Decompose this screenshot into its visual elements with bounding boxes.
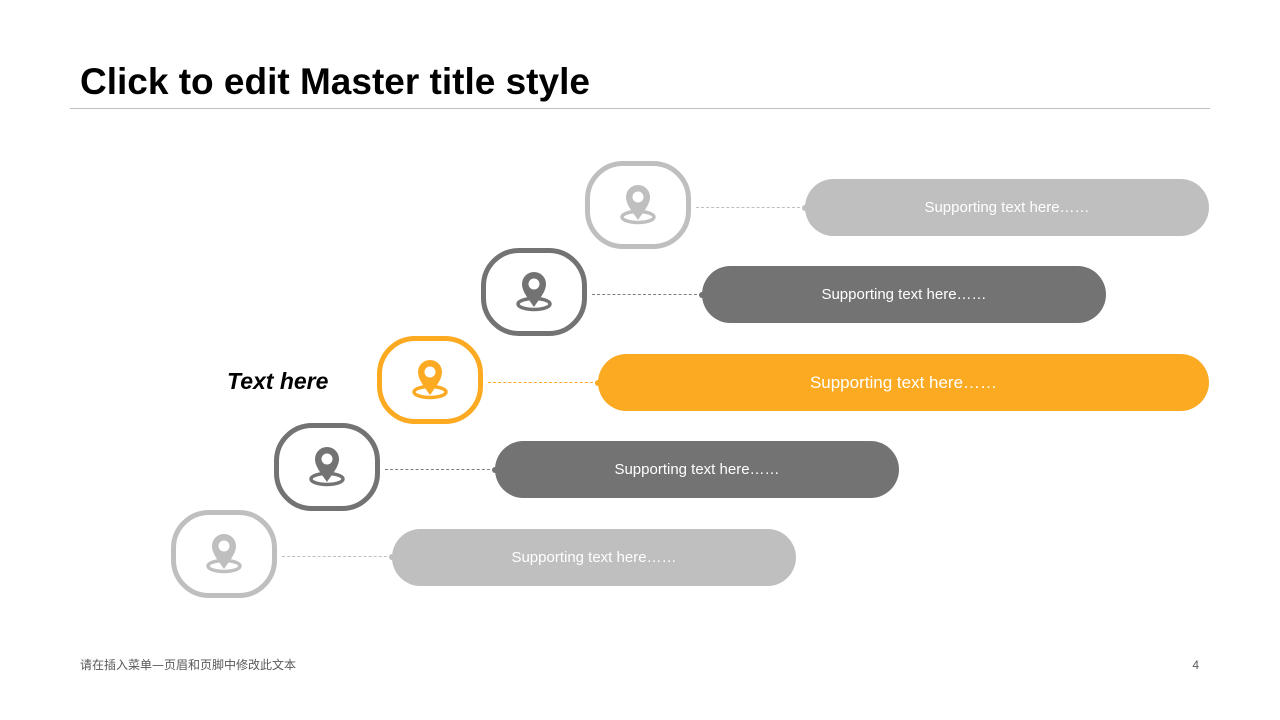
step-5-connector — [282, 556, 392, 557]
step-2-icon-frame[interactable] — [481, 248, 587, 336]
step-1-text-pill[interactable]: Supporting text here…… — [805, 179, 1209, 236]
location-pin-icon — [620, 185, 656, 225]
location-pin-icon — [309, 447, 345, 487]
location-pin-icon — [206, 534, 242, 574]
title-divider — [70, 108, 1210, 109]
slide-title[interactable]: Click to edit Master title style — [80, 61, 590, 102]
step-2-connector — [592, 294, 702, 295]
step-1-icon-frame[interactable] — [585, 161, 691, 249]
step-2-text-pill[interactable]: Supporting text here…… — [702, 266, 1106, 323]
step-5-icon-frame[interactable] — [171, 510, 277, 598]
footer-text[interactable]: 请在插入菜单—页眉和页脚中修改此文本 — [80, 658, 297, 672]
step-4-icon-frame[interactable] — [274, 423, 380, 511]
step-4-connector — [385, 469, 495, 470]
page-number: 4 — [1192, 658, 1199, 672]
step-3-text-pill[interactable]: Supporting text here…… — [598, 354, 1209, 411]
highlight-label[interactable]: Text here — [227, 368, 329, 394]
location-pin-icon — [516, 272, 552, 312]
location-pin-icon — [412, 360, 448, 400]
step-5-text-pill[interactable]: Supporting text here…… — [392, 529, 796, 586]
step-1-connector — [696, 207, 805, 208]
step-4-text-pill[interactable]: Supporting text here…… — [495, 441, 899, 498]
step-3-icon-frame[interactable] — [377, 336, 483, 424]
step-3-connector — [488, 382, 598, 383]
